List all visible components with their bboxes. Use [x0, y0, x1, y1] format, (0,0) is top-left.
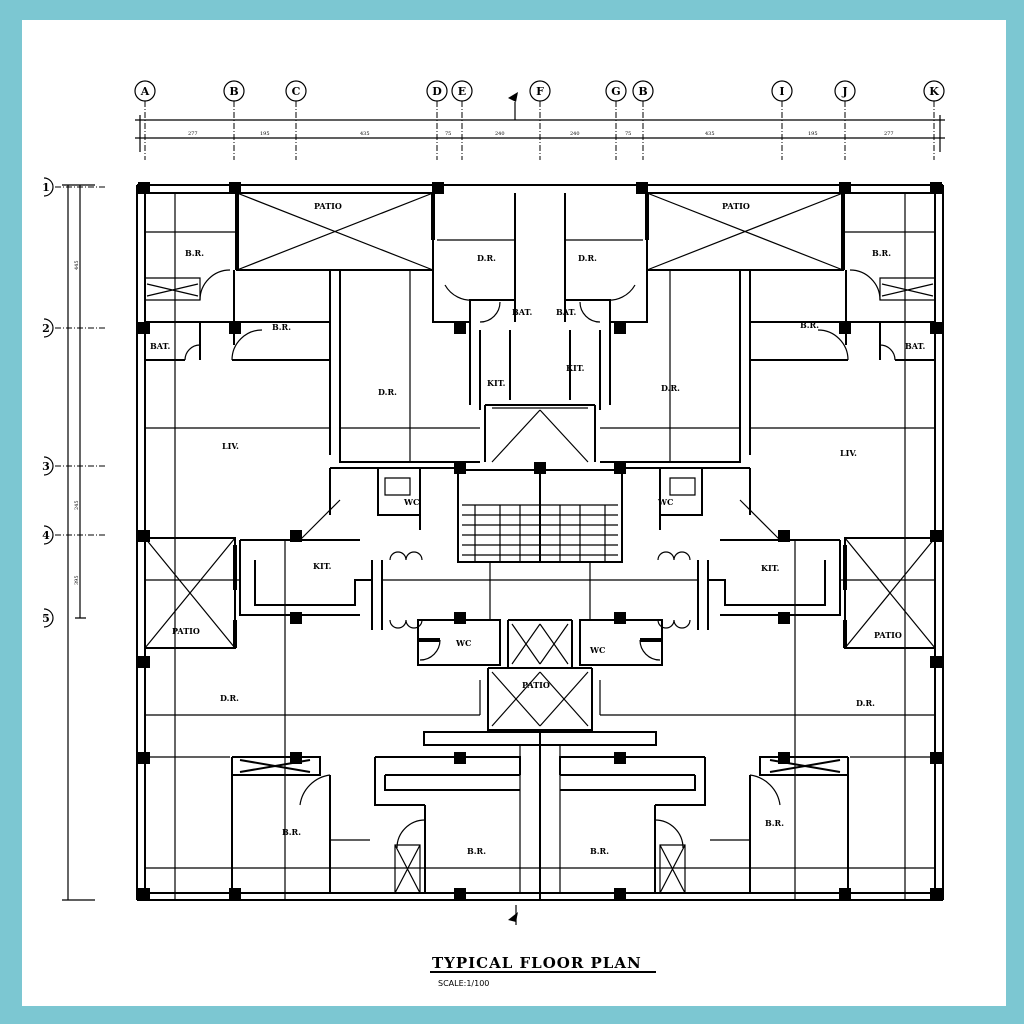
room-label-wc: WC [589, 645, 605, 655]
room-label-dining: D.R. [578, 253, 597, 263]
room-label-kitchen: KIT. [566, 363, 585, 373]
grid-bubble-a: A [134, 80, 156, 102]
room-label-living: LIV. [840, 448, 857, 458]
grid-bubble-d: D [426, 80, 448, 102]
room-label-kitchen: KIT. [761, 563, 780, 573]
room-label-kitchen: KIT. [487, 378, 506, 388]
dimension-text: 75 [625, 131, 631, 137]
room-label-bedroom: B.R. [590, 846, 609, 856]
room-label-wc: WC [657, 497, 673, 507]
grid-label: 3 [42, 460, 50, 473]
grid-label: E [458, 85, 466, 98]
room-label-bath: BAT. [905, 341, 925, 351]
room-label-patio: PATIO [172, 626, 200, 636]
room-label-patio: PATIO [522, 680, 550, 690]
plan-walls-right-half [483, 180, 945, 902]
room-label-patio: PATIO [722, 201, 750, 211]
grid-label: G [611, 85, 620, 98]
dimension-text: 240 [570, 131, 580, 137]
grid-bubble-c: C [285, 80, 307, 102]
grid-bubble-f: F [529, 80, 551, 102]
room-label-bedroom: B.R. [800, 320, 819, 330]
grid-label: F [536, 85, 544, 98]
grid-bubble-e: E [451, 80, 473, 102]
plan-walls-left-half [136, 182, 596, 901]
room-label-dining: D.R. [477, 253, 496, 263]
grid-label: B [638, 85, 647, 98]
dimension-text: 395 [74, 575, 80, 585]
grid-label: K [929, 85, 939, 98]
room-label-patio: PATIO [314, 201, 342, 211]
room-label-bedroom: B.R. [185, 248, 204, 258]
room-label-wc: WC [455, 638, 471, 648]
grid-label: C [292, 85, 301, 98]
room-label-living: LIV. [222, 441, 239, 451]
room-label-bath: BAT. [512, 307, 532, 317]
grid-label: 2 [42, 322, 50, 335]
dimension-text: 240 [495, 131, 505, 137]
title-block: TYPICAL FLOOR PLAN SCALE:1/100 [430, 954, 656, 988]
room-label-bedroom: B.R. [272, 322, 291, 332]
room-label-dining: D.R. [220, 693, 239, 703]
grid-row-markers: 1 2 3 4 5 [42, 177, 54, 628]
drawing-title: TYPICAL FLOOR PLAN [432, 954, 642, 972]
room-label-patio: PATIO [874, 630, 902, 640]
dimension-text: 277 [188, 131, 198, 137]
dimension-text: 445 [74, 260, 80, 270]
dimension-text: 245 [74, 500, 80, 510]
grid-label: J [841, 85, 847, 98]
grid-label: D [432, 85, 442, 98]
room-label-bath: BAT. [556, 307, 576, 317]
room-label-bedroom: B.R. [765, 818, 784, 828]
grid-label: I [779, 85, 784, 98]
grid-bubble-g: G [605, 80, 627, 102]
grid-bubble-h: B [632, 80, 654, 102]
dimension-text: 277 [884, 131, 894, 137]
room-labels: PATIO PATIO PATIO PATIO PATIO B.R. B.R. … [150, 201, 925, 856]
dimension-text: 195 [808, 131, 818, 137]
dimension-text: 435 [705, 131, 715, 137]
room-label-dining: D.R. [661, 383, 680, 393]
room-label-dining: D.R. [378, 387, 397, 397]
dimension-text: 75 [445, 131, 451, 137]
grid-column-markers: A B C D E F G B I J K [134, 80, 945, 102]
room-label-kitchen: KIT. [313, 561, 332, 571]
drawing-scale: SCALE:1/100 [438, 979, 489, 988]
grid-bubble-i: I [771, 80, 793, 102]
grid-bubble-k: K [923, 80, 945, 102]
grid-bubble-j: J [834, 80, 856, 102]
room-label-bedroom: B.R. [467, 846, 486, 856]
top-dimension-chain: 277 195 435 75 240 240 75 435 195 277 [135, 92, 945, 152]
room-label-bedroom: B.R. [282, 827, 301, 837]
grid-label: B [229, 85, 238, 98]
grid-label: 1 [42, 181, 50, 194]
left-dimension-chain: 445 245 395 [62, 184, 95, 901]
grid-bubble-b: B [223, 80, 245, 102]
room-label-dining: D.R. [856, 698, 875, 708]
grid-label: A [140, 85, 150, 98]
room-label-wc: WC [403, 497, 419, 507]
room-label-bedroom: B.R. [872, 248, 891, 258]
dimension-text: 435 [360, 131, 370, 137]
grid-label: 5 [42, 612, 50, 625]
dimension-text: 195 [260, 131, 270, 137]
grid-label: 4 [42, 529, 50, 542]
room-label-bath: BAT. [150, 341, 170, 351]
